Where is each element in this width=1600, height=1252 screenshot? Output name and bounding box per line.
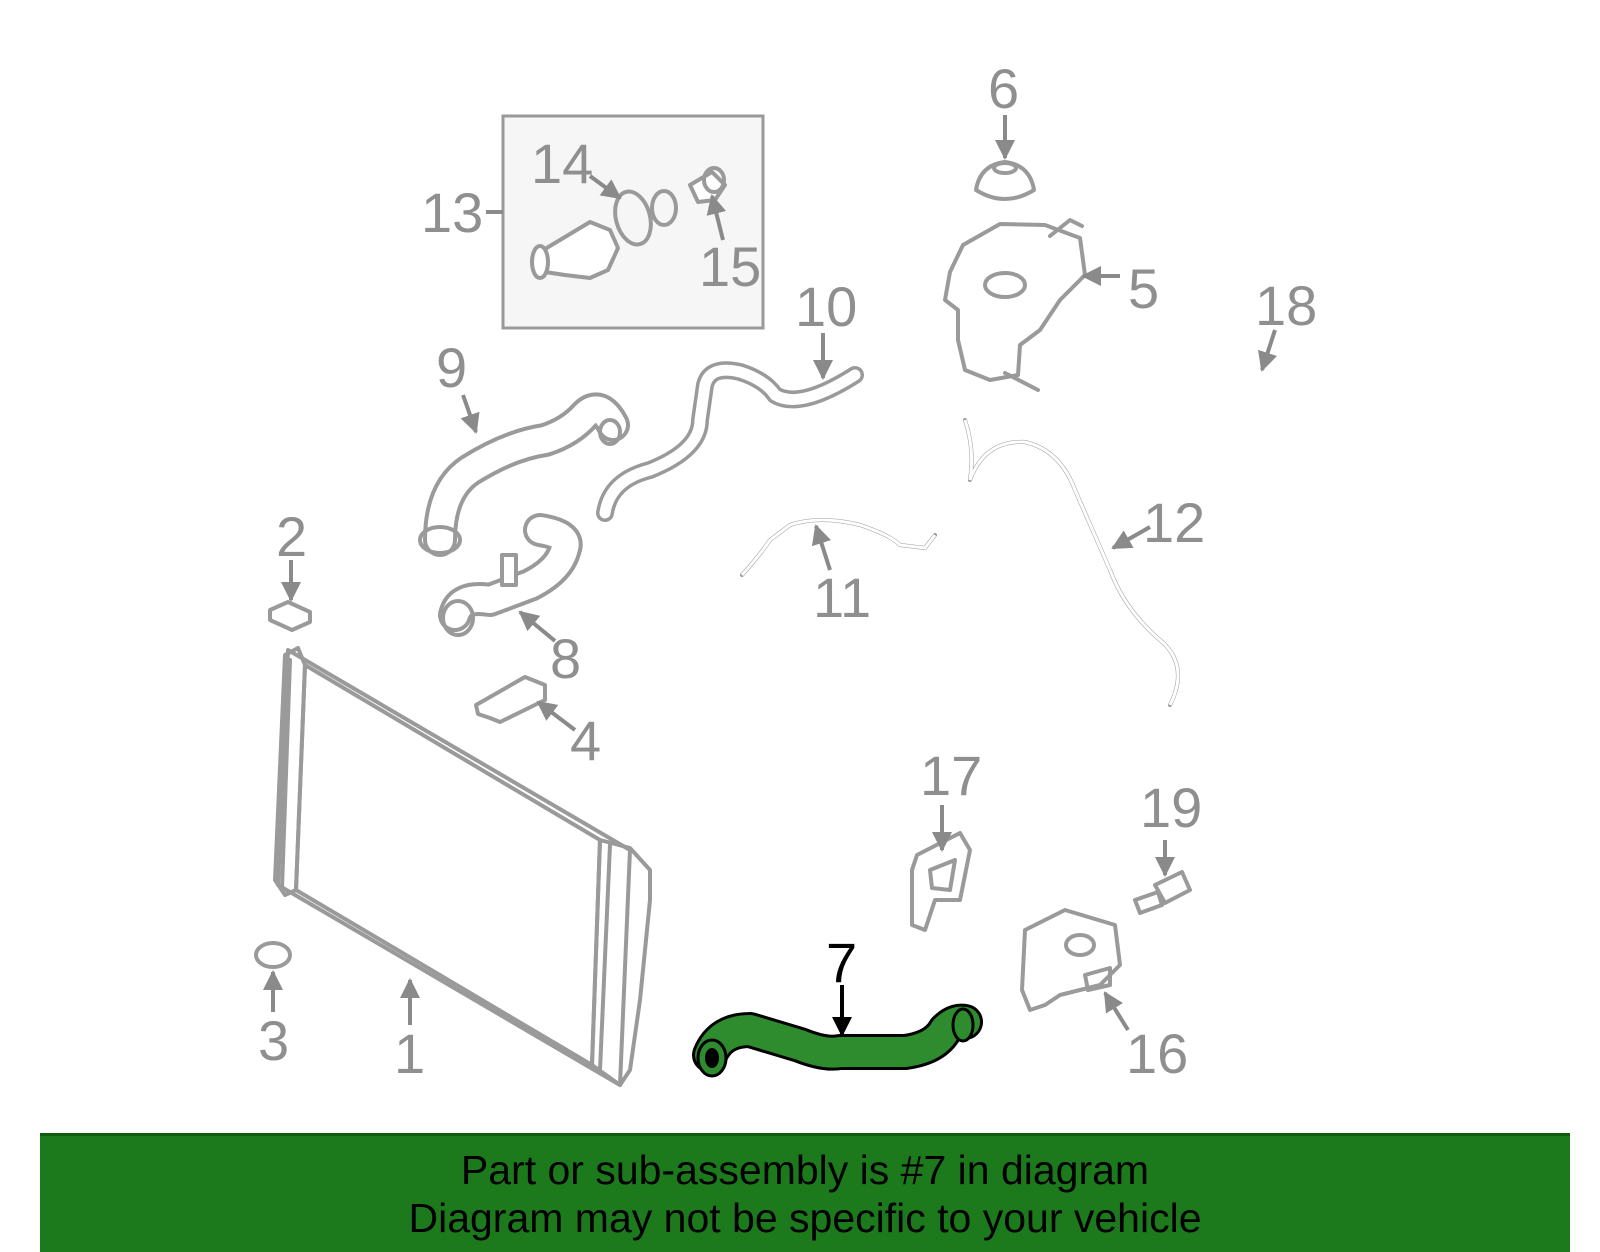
callout-12[interactable]: 12 bbox=[1143, 491, 1205, 554]
callout-14[interactable]: 14 bbox=[531, 132, 593, 195]
part-8-radiator-hose[interactable] bbox=[438, 513, 583, 637]
part-17-gasket[interactable] bbox=[910, 831, 972, 932]
info-banner: Part or sub-assembly is #7 in diagram Di… bbox=[40, 1133, 1570, 1252]
callout-19[interactable]: 19 bbox=[1140, 776, 1202, 839]
part-7-radiator-hose-highlighted[interactable] bbox=[692, 1003, 983, 1078]
callout-6[interactable]: 6 bbox=[988, 57, 1019, 120]
callout-13[interactable]: 13 bbox=[421, 181, 483, 244]
part-2-clip[interactable] bbox=[268, 600, 312, 632]
callout-10[interactable]: 10 bbox=[795, 275, 857, 338]
part-3-drain-plug[interactable] bbox=[254, 941, 292, 969]
callout-3[interactable]: 3 bbox=[258, 1009, 289, 1072]
part-4-bracket[interactable] bbox=[474, 675, 547, 724]
callout-2[interactable]: 2 bbox=[276, 505, 307, 568]
callout-18[interactable]: 18 bbox=[1255, 274, 1317, 337]
callout-9[interactable]: 9 bbox=[436, 336, 467, 399]
part-10-coolant-hose[interactable] bbox=[596, 361, 864, 522]
part-11-heater-hose[interactable] bbox=[740, 518, 937, 577]
callout-1[interactable]: 1 bbox=[394, 1022, 425, 1085]
callout-4[interactable]: 4 bbox=[570, 709, 601, 772]
part-12-heater-hose[interactable] bbox=[963, 418, 1180, 707]
callout-5[interactable]: 5 bbox=[1128, 257, 1159, 320]
callout-15[interactable]: 15 bbox=[699, 235, 761, 298]
part-16-thermostat-housing[interactable] bbox=[1020, 908, 1122, 1012]
part-1-radiator[interactable] bbox=[273, 646, 652, 1087]
banner-part-note: Part or sub-assembly is #7 in diagram bbox=[460, 1147, 1150, 1193]
callout-7[interactable]: 7 bbox=[826, 931, 857, 994]
callout-11[interactable]: 11 bbox=[813, 566, 871, 629]
part-18-overflow-hose[interactable] bbox=[1155, 325, 1395, 438]
part-19-sensor[interactable] bbox=[1133, 870, 1192, 915]
part-6-reservoir-cap[interactable] bbox=[974, 160, 1036, 201]
part-9-radiator-hose[interactable] bbox=[418, 392, 630, 557]
banner-disclaimer: Diagram may not be specific to your vehi… bbox=[408, 1195, 1202, 1241]
callout-8[interactable]: 8 bbox=[550, 627, 581, 690]
part-5-coolant-reservoir[interactable] bbox=[943, 218, 1087, 392]
callout-17[interactable]: 17 bbox=[920, 744, 982, 807]
callout-16[interactable]: 16 bbox=[1126, 1022, 1188, 1085]
